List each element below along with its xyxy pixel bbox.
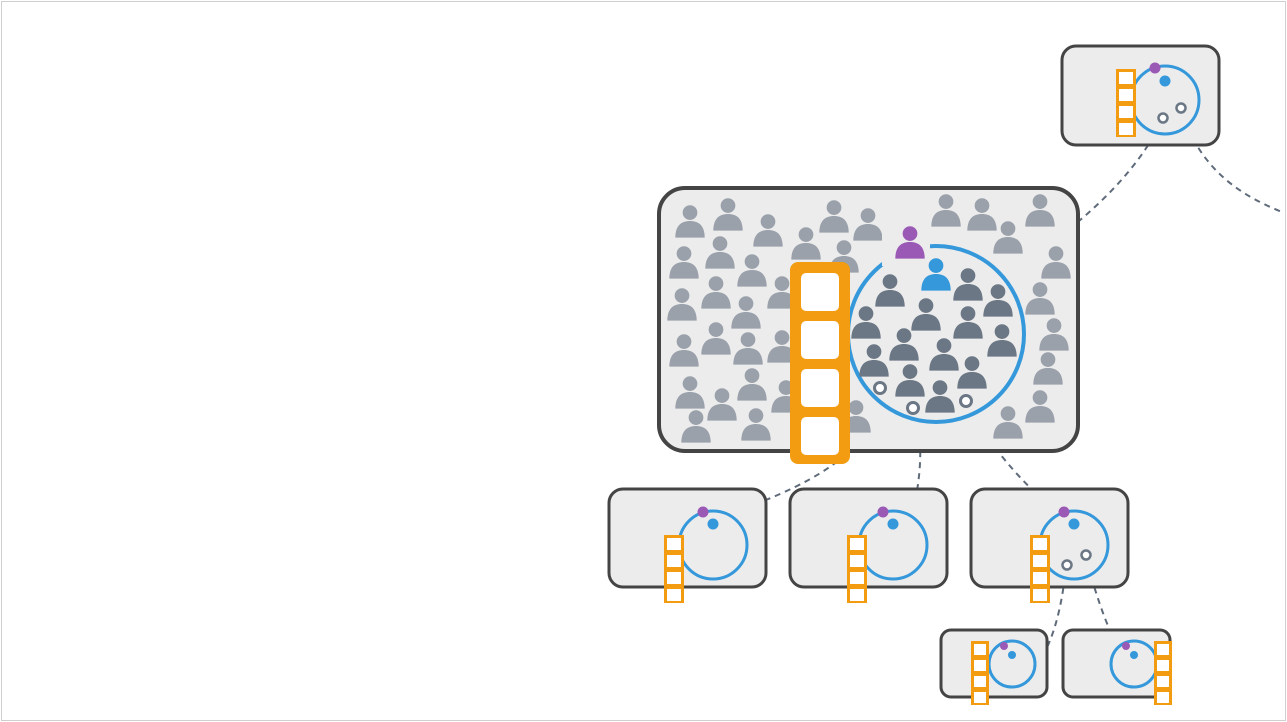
main-stack (790, 262, 850, 464)
stack-slot (801, 321, 839, 359)
stack-slot (850, 555, 864, 567)
stack-slot (801, 417, 839, 455)
stack-slot (1157, 692, 1169, 703)
small-nodes (607, 44, 1221, 705)
leader-dot (1122, 642, 1130, 650)
stack-slot (801, 273, 839, 311)
stack-slot (1157, 644, 1169, 655)
stack-slot (1119, 89, 1133, 101)
port-icon (873, 381, 887, 395)
self-dot (1068, 518, 1080, 530)
leader-dot (697, 506, 709, 518)
grandchild-node-2 (1061, 628, 1172, 705)
port-icon (1175, 102, 1187, 114)
stack-icon (1030, 535, 1050, 603)
stack-slot (850, 538, 864, 550)
stack-slot (974, 660, 986, 671)
stack-slot (667, 589, 681, 601)
stack-slot (974, 644, 986, 655)
child-node-2 (788, 487, 949, 603)
port-icon (906, 401, 920, 415)
child-node-3 (969, 487, 1130, 603)
child-node-1 (607, 487, 768, 603)
stack-slot (1033, 572, 1047, 584)
stack-slot (667, 538, 681, 550)
node-panel (607, 487, 768, 589)
stack-slot (1119, 123, 1133, 135)
port-icon (959, 394, 973, 408)
port-icon (1061, 559, 1073, 571)
self-dot (707, 518, 719, 530)
stack-slot (974, 676, 986, 687)
self-dot (1159, 75, 1171, 87)
stack-slot (667, 572, 681, 584)
grandchild-node-1 (939, 628, 1049, 705)
node-panel (788, 487, 949, 589)
stack-icon (790, 262, 850, 464)
inner-crowd (851, 226, 1017, 415)
port-icon (1157, 112, 1169, 124)
stack-slot (974, 692, 986, 703)
stack-slot (1033, 538, 1047, 550)
stack-icon (664, 535, 684, 603)
stack-icon (971, 641, 989, 705)
self-dot (1130, 651, 1138, 659)
node-panel (1060, 44, 1221, 147)
port-icon (1080, 549, 1092, 561)
leader-dot (877, 506, 889, 518)
stack-slot (850, 589, 864, 601)
top-node (1060, 44, 1221, 147)
stack-slot (1119, 106, 1133, 118)
leader-dot (1058, 506, 1070, 518)
connector-to-child-3 (965, 400, 1066, 521)
self-dot (1008, 651, 1016, 659)
stack-icon (1116, 69, 1136, 137)
node-panel (1061, 628, 1172, 699)
stack-slot (1157, 660, 1169, 671)
stack-slot (1157, 676, 1169, 687)
stack-icon (847, 535, 867, 603)
self-dot (887, 518, 899, 530)
stack-slot (1119, 72, 1133, 84)
node-panel (939, 628, 1049, 699)
main-node (657, 186, 1080, 464)
leader-dot (1000, 642, 1008, 650)
stack-slot (667, 555, 681, 567)
stack-slot (850, 572, 864, 584)
connector-offscreen (1179, 107, 1283, 213)
stack-slot (801, 369, 839, 407)
stack-icon (1154, 641, 1172, 705)
stack-slot (1033, 589, 1047, 601)
leader-dot (1149, 62, 1161, 74)
stack-slot (1033, 555, 1047, 567)
